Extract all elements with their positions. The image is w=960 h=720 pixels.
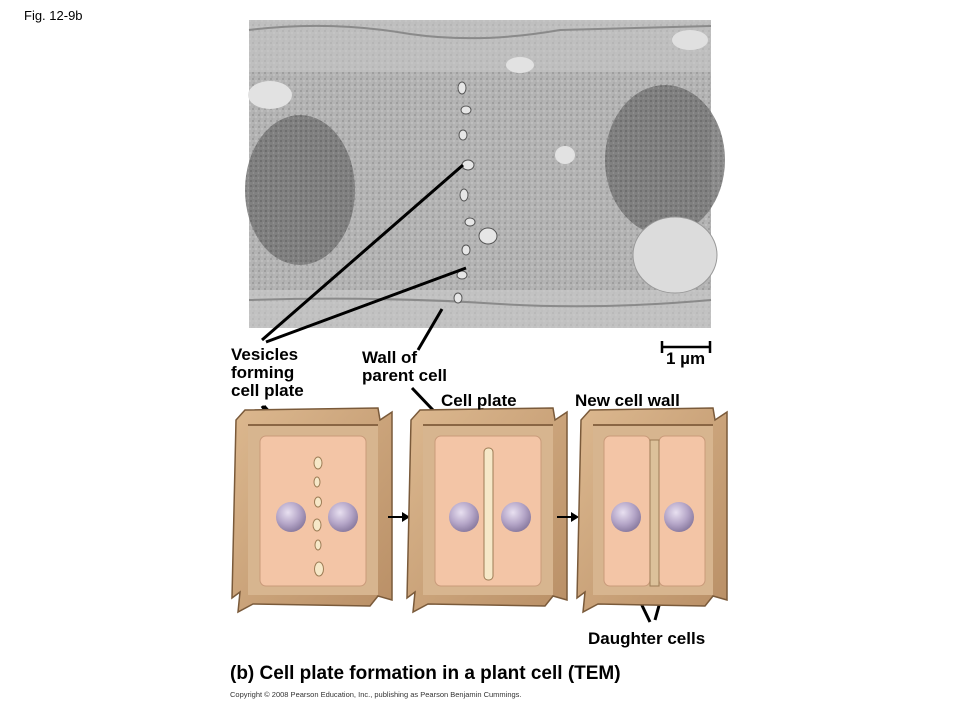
cell-diagram-2: [406, 407, 568, 614]
figure-caption: (b) Cell plate formation in a plant cell…: [230, 663, 621, 684]
nucleus-icon: [449, 502, 479, 532]
arrow-icon: [388, 512, 410, 522]
label-cell-plate: Cell plate: [441, 391, 517, 410]
figure-label: Fig. 12-9b: [24, 8, 83, 23]
label-scale-bar: 1 µm: [666, 349, 706, 368]
nucleus-icon: [328, 502, 358, 532]
nucleus-icon: [501, 502, 531, 532]
label-new-cell-wall: New cell wall: [575, 391, 680, 410]
copyright-notice: Copyright © 2008 Pearson Education, Inc.…: [230, 690, 522, 699]
label-daughter-cells: Daughter cells: [588, 629, 706, 648]
nucleus-icon: [276, 502, 306, 532]
tem-cell-plate: [453, 81, 498, 304]
nucleus-left-tem: [245, 115, 355, 265]
nucleus-icon: [611, 502, 641, 532]
new-cell-wall: [649, 439, 660, 587]
cell-diagram-3: [576, 407, 728, 614]
tem-micrograph: [245, 20, 725, 353]
arrow-icon: [557, 512, 579, 522]
nucleus-right-tem: [605, 85, 725, 235]
cell-plate: [483, 447, 494, 581]
cell-diagram-1: [231, 407, 393, 614]
label-vesicles: Vesicles forming cell plate: [231, 345, 304, 400]
nucleus-icon: [664, 502, 694, 532]
label-wall-of-parent-cell: Wall of parent cell: [362, 348, 448, 385]
vesicle-row: [312, 456, 324, 577]
scale-bar: [660, 341, 712, 353]
